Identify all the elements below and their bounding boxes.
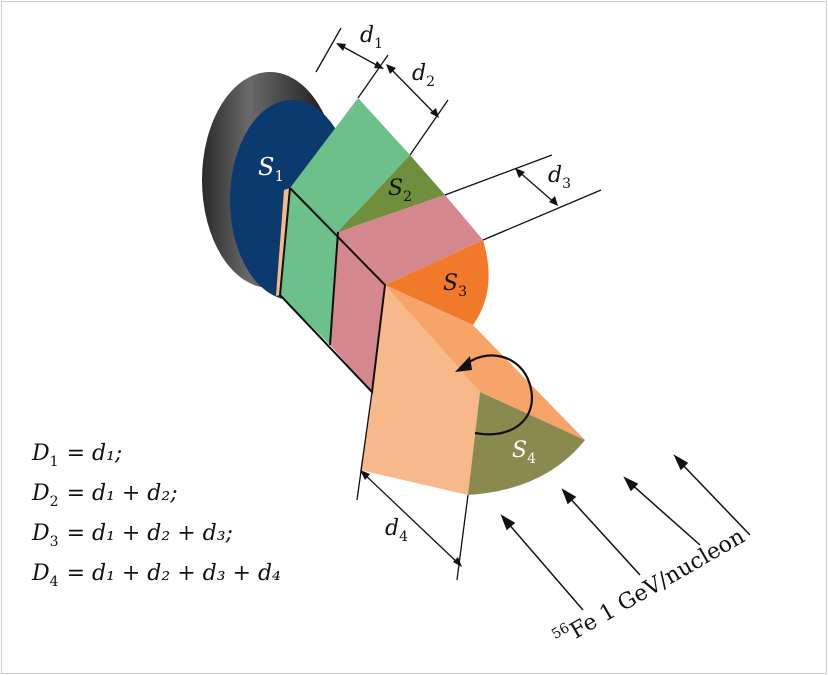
dim-d4-ext-right — [456, 494, 469, 581]
label-s2: S2 — [388, 176, 412, 205]
dim-d4-arrowhead-right-icon — [453, 557, 462, 567]
dim-d4-ext-left — [356, 391, 373, 501]
dim-d3-ext-bottom — [482, 189, 602, 241]
dim-d1-arrow — [337, 43, 383, 69]
beam-arrows — [500, 454, 751, 611]
dim-d3-ext-top — [444, 154, 553, 196]
label-s1: S1 — [258, 153, 284, 185]
body-front-face — [360, 285, 480, 495]
rotation-arrow — [461, 354, 533, 436]
equations: D1= d₁; D2= d₁ + d₂; D3= d₁ + d₂ + d₃; D… — [31, 441, 281, 590]
dim-d2-ext-right — [409, 99, 449, 156]
equation-d2: D2= d₁ + d₂; — [31, 481, 178, 510]
equation-d1: D1= d₁; — [31, 441, 122, 470]
dim-d2-arrowhead-left-icon — [386, 64, 396, 74]
segment-green-top — [290, 98, 410, 232]
dim-d3-arrowhead-bottom-icon — [549, 196, 558, 206]
dim-d4-arrow — [361, 471, 461, 566]
dim-d1-ext-left — [315, 27, 342, 73]
body-top-face — [385, 285, 585, 440]
beam-label: 56Fe 1 GeV/nucleon — [549, 521, 749, 653]
label-d3: d3 — [548, 163, 571, 192]
segment-s4-face — [468, 392, 585, 495]
segment-s2-face — [338, 155, 445, 232]
rotation-arrowhead-icon — [455, 356, 472, 372]
equation-d3: D3= d₁ + d₂ + d₃; — [31, 521, 233, 550]
dim-d1-ext-right — [357, 54, 389, 99]
dim-d2-arrow — [387, 65, 438, 117]
segment-pink-top — [338, 195, 483, 285]
label-d2: d2 — [412, 61, 435, 90]
label-d1: d1 — [360, 23, 383, 52]
equation-d4: D4= d₁ + d₂ + d₃ + d₄ — [31, 561, 281, 590]
side-green-strip — [280, 188, 338, 345]
label-s4: S4 — [512, 438, 536, 467]
dim-d3-arrowhead-top-icon — [515, 168, 525, 178]
strip-divider — [329, 231, 339, 346]
dim-d1-arrowhead-left-icon — [336, 43, 346, 51]
label-d4: d4 — [385, 516, 408, 545]
dim-d3-arrow — [516, 169, 557, 205]
segment-s3-face — [385, 240, 489, 325]
dim-d4-arrowhead-left-icon — [360, 470, 370, 480]
dim-d2-arrowhead-right-icon — [430, 108, 439, 118]
dim-d1-arrowhead-right-icon — [374, 61, 384, 69]
label-s3: S3 — [443, 271, 467, 300]
